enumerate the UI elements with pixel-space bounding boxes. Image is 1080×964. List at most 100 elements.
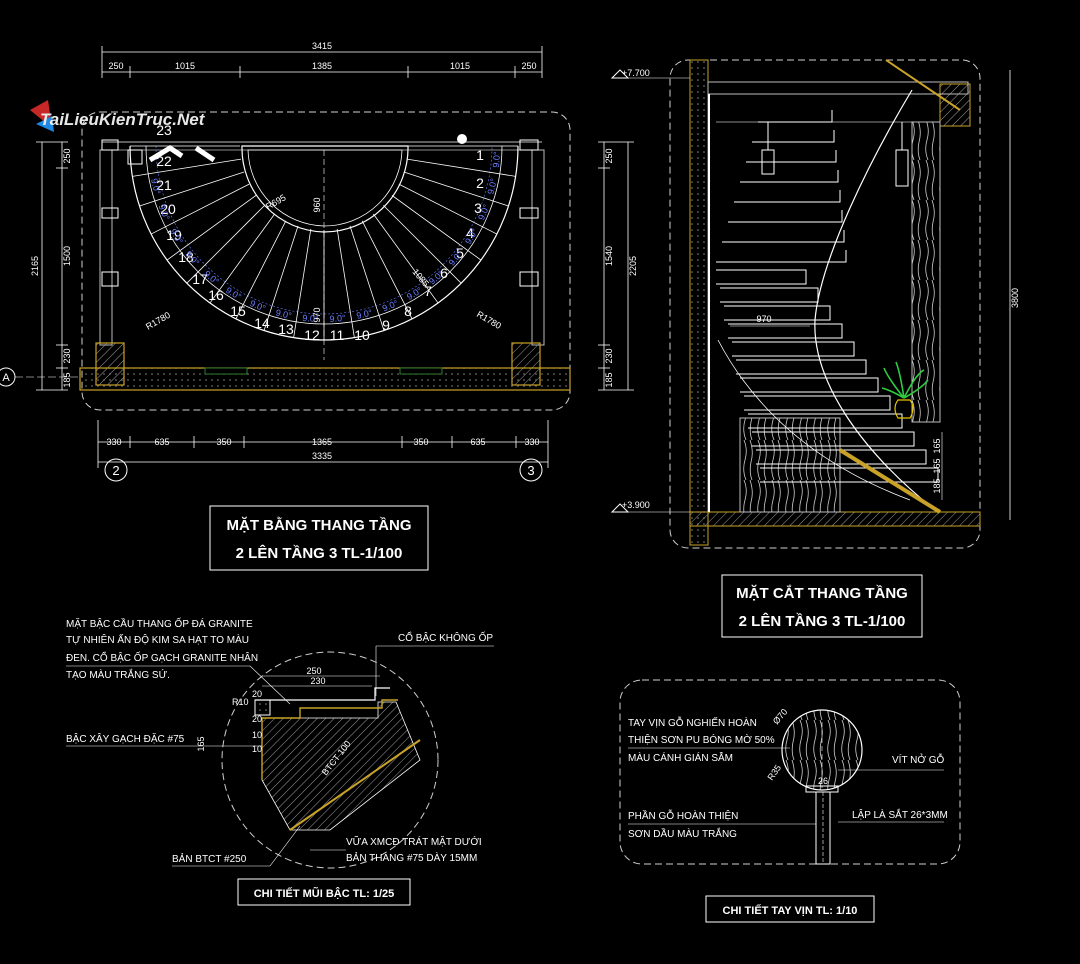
plan-radius-outer-right: R1780 xyxy=(475,309,503,331)
tread-angle: 9.0° xyxy=(302,313,319,324)
detail-step-note-riser: CỔ BẬC KHÔNG ỐP xyxy=(398,630,493,644)
step-number: 5 xyxy=(456,245,464,261)
tread-angle: 9.0° xyxy=(183,249,201,268)
tread-angle: 9.0° xyxy=(329,313,346,324)
section-steps xyxy=(716,110,939,483)
step-number: 17 xyxy=(192,271,208,287)
plan-dim-top: 250 xyxy=(108,61,123,71)
plan-dim-left: 185 xyxy=(62,372,72,387)
section-level-bottom: +3.900 xyxy=(622,500,650,510)
detail-rail-note-screw: VÍT NỞ GỖ xyxy=(892,753,945,766)
plan-dim-left: 250 xyxy=(62,148,72,163)
tread-line xyxy=(361,220,413,320)
step-number: 23 xyxy=(156,122,172,138)
detail-rail-note: THIỆN SƠN PU BÓNG MỜ 50% xyxy=(628,733,775,746)
detail-step-dim: 230 xyxy=(310,676,325,686)
step-number: 2 xyxy=(476,175,484,191)
detail-step-dim: 20 xyxy=(252,714,262,724)
plan-dim-bottom-total: 3335 xyxy=(312,451,332,461)
tread-line xyxy=(150,183,250,235)
plan-dim-depth: 960 xyxy=(312,197,322,212)
plan-dim-bottom: 635 xyxy=(470,437,485,447)
detail-step-note-brick: BẬC XÂY GẠCH ĐẶC #75 xyxy=(66,732,185,745)
detail-rail-note: TAY VỊN GỖ NGHIẾN HOÀN xyxy=(628,716,757,729)
axis-3-label: 3 xyxy=(527,463,534,478)
step-number: 6 xyxy=(440,265,448,281)
detail-rail-note-wood: SƠN DẦU MÀU TRẮNG xyxy=(628,827,737,840)
detail-rail-dim: R35 xyxy=(765,763,783,782)
step-number: 20 xyxy=(160,201,176,217)
tread-line xyxy=(263,225,299,331)
step-number: 22 xyxy=(156,153,172,169)
tread-line xyxy=(186,205,265,284)
detail-step-dim: 10 xyxy=(252,744,262,754)
plan-dim-bottom: 330 xyxy=(106,437,121,447)
tread-line xyxy=(293,228,312,338)
detail-rail-note-plate: LẬP LÀ SẮT 26*3MM xyxy=(852,808,948,821)
plan-dim-right: 185 xyxy=(604,372,614,387)
tread-line xyxy=(373,213,439,304)
section-title-line2: 2 LÊN TẦNG 3 TL-1/100 xyxy=(739,612,906,630)
detail-step-note-finish: ĐEN. CỔ BẬC ỐP GẠCH GRANITE NHÂN xyxy=(66,650,258,664)
step-number: 1 xyxy=(476,147,484,163)
step-number: 14 xyxy=(254,315,270,331)
step-number: 21 xyxy=(156,177,172,193)
step-number: 16 xyxy=(208,287,224,303)
section-dim-height: 3800 xyxy=(1010,288,1020,308)
detail-step-note-slab: BẢN BTCT #250 xyxy=(172,852,247,865)
detail-rail-title: CHI TIẾT TAY VỊN TL: 1/10 xyxy=(723,904,858,917)
detail-step-note-finish: MẶT BẬC CẦU THANG ỐP ĐÁ GRANITE xyxy=(66,616,253,630)
detail-step-nose: 250 230 20 10 R10 20 165 10 BTCT 100 MẶT… xyxy=(66,616,494,906)
tread-line xyxy=(336,228,355,338)
section-riser: 165 xyxy=(932,438,942,453)
tread-line xyxy=(383,205,462,284)
tread-angle: 9.0° xyxy=(485,177,499,195)
plan-dim-top: 1385 xyxy=(312,61,332,71)
step-number: 18 xyxy=(178,249,194,265)
tread-line xyxy=(235,220,287,320)
section-title-line1: MẶT CẮT THANG TẦNG xyxy=(736,584,908,602)
section-dim-width: 970 xyxy=(756,314,771,324)
plan-dim-right: 230 xyxy=(604,348,614,363)
tread-angle: 9.0° xyxy=(275,307,293,321)
plan-dim-left-total: 2165 xyxy=(30,256,40,276)
plan-dim-bottom: 330 xyxy=(524,437,539,447)
detail-step-dim: R10 xyxy=(232,697,249,707)
detail-step-dim: 10 xyxy=(252,730,262,740)
detail-rail-note: MÀU CÁNH GIÁN SẪM xyxy=(628,751,733,764)
step-number: 4 xyxy=(466,225,474,241)
detail-rail-note-wood: PHẦN GỖ HOÀN THIỆN xyxy=(628,809,738,822)
plan-radius-outer-left: R1780 xyxy=(144,310,172,332)
plan-dim-overall: 3415 xyxy=(312,41,332,51)
step-number: 19 xyxy=(166,227,182,243)
plan-dim-bottom: 635 xyxy=(154,437,169,447)
plan-title-line1: MẶT BẰNG THANG TẦNG xyxy=(227,516,412,534)
tread-angle: 9.0° xyxy=(491,151,502,168)
plan-dim-right: 250 xyxy=(604,148,614,163)
plan-dim-width: 970 xyxy=(312,307,322,322)
watermark-text: TaiLieuKienTruc.Net xyxy=(40,110,206,129)
step-number: 11 xyxy=(330,327,345,343)
tread-line xyxy=(398,183,498,235)
section-level-top: +7.700 xyxy=(622,68,650,78)
plan-dim-right: 1540 xyxy=(604,246,614,266)
watermark: TaiLieuKienTruc.Net xyxy=(30,100,206,132)
section-riser: 165 xyxy=(932,458,942,473)
detail-handrail: Ø70 R35 26 TAY VỊN GỖ NGHIẾN HOÀN THIỆN … xyxy=(619,679,961,923)
step-number: 15 xyxy=(230,303,246,319)
tread-line xyxy=(406,158,516,177)
tread-line xyxy=(166,195,257,261)
section-riser: 185 xyxy=(932,478,942,493)
plan-dim-bottom: 350 xyxy=(216,437,231,447)
plant-icon xyxy=(881,361,929,419)
plan-title-line2: 2 LÊN TẦNG 3 TL-1/100 xyxy=(236,544,403,562)
detail-rail-dim: Ø70 xyxy=(771,707,790,726)
tread-line xyxy=(391,195,482,261)
detail-step-title: CHI TIẾT MŨI BẬC TL: 1/25 xyxy=(254,887,395,900)
plan-dim-top: 1015 xyxy=(450,61,470,71)
tread-line xyxy=(139,171,245,207)
tread-angle: 9.0° xyxy=(355,307,373,321)
step-number: 12 xyxy=(304,327,320,343)
detail-step-dim: 165 xyxy=(196,736,206,751)
